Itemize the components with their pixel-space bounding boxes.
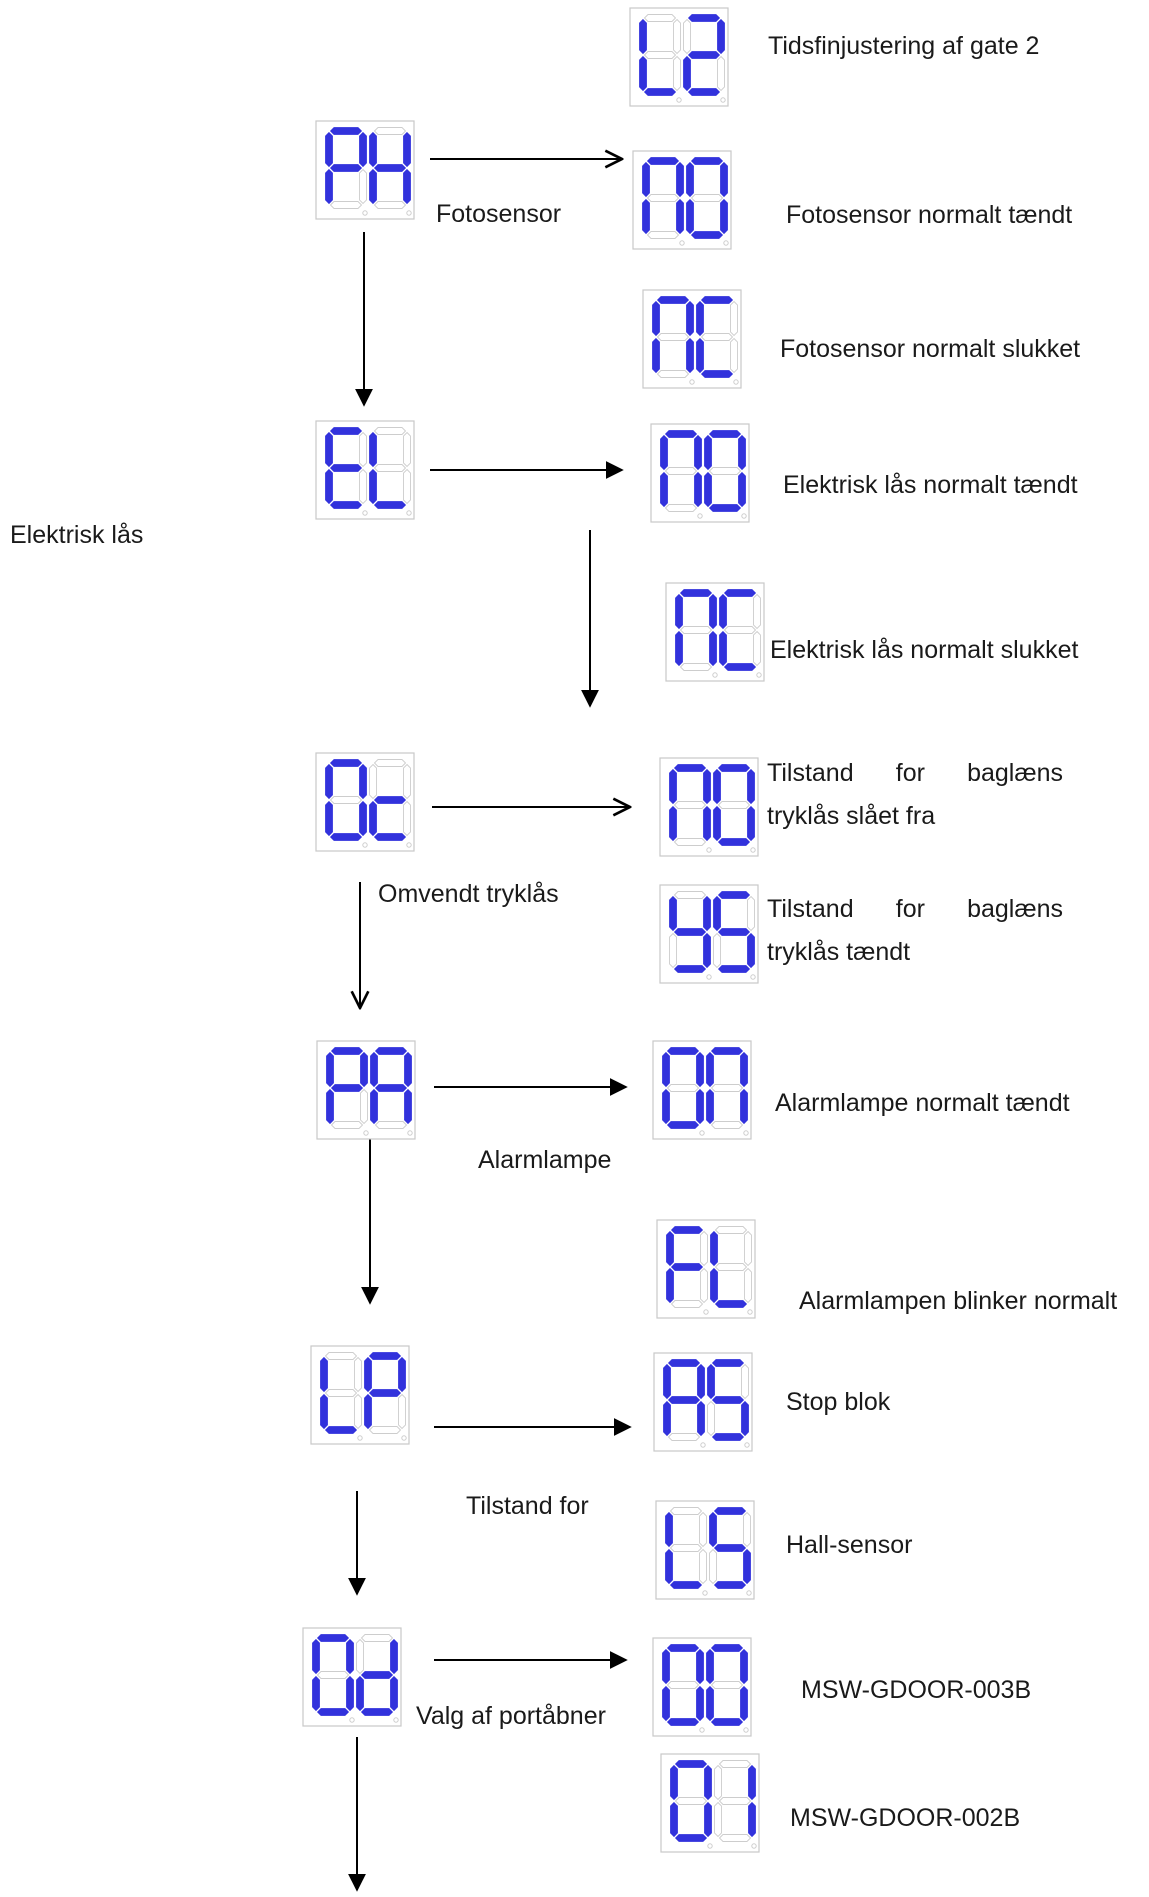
display-lp <box>310 1345 410 1445</box>
display-pa <box>316 1040 416 1140</box>
display-oc-ys <box>659 884 759 984</box>
label-gate2-fine-tune: Tidsfinjustering af gate 2 <box>768 32 1040 60</box>
display-as <box>653 1352 753 1452</box>
display-lock-nc <box>665 582 765 682</box>
display-oc <box>315 752 415 852</box>
display-model-00 <box>652 1637 752 1737</box>
display-ph <box>315 120 415 220</box>
display-l2 <box>629 7 729 107</box>
display-el <box>315 420 415 520</box>
display-photo-nc <box>642 289 742 389</box>
label-photo-nc: Fotosensor normalt slukket <box>780 335 1081 363</box>
label-hall-sensor: Hall-sensor <box>786 1531 913 1559</box>
display-alarm-fl <box>656 1219 756 1319</box>
label-model-003b: MSW-GDOOR-003B <box>801 1676 1032 1704</box>
display-photo-no <box>632 150 732 250</box>
label-photo-no: Fotosensor normalt tændt <box>786 201 1073 229</box>
display-alarm-on <box>652 1040 752 1140</box>
label-model-002b: MSW-GDOOR-002B <box>790 1804 1021 1832</box>
label-alarm-lamp: Alarmlampe <box>478 1146 612 1174</box>
display-ls <box>655 1500 755 1600</box>
label-stop-block: Stop blok <box>786 1388 891 1416</box>
label-lock-nc: Elektrisk lås normalt slukket <box>770 636 1079 664</box>
label-alarm-on: Alarmlampe normalt tændt <box>775 1089 1070 1117</box>
label-state-for: Tilstand for <box>466 1492 589 1520</box>
label-opener-select: Valg af portåbner <box>416 1702 606 1730</box>
display-lock-no <box>650 423 750 523</box>
label-electric-lock: Elektrisk lås <box>10 521 144 549</box>
display-oc-no <box>659 757 759 857</box>
label-reverse-lock: Omvendt tryklås <box>378 880 559 908</box>
label-photo-sensor: Fotosensor <box>436 200 562 228</box>
display-model-01 <box>660 1753 760 1853</box>
label-lock-no: Elektrisk lås normalt tændt <box>783 471 1078 499</box>
display-od <box>302 1627 402 1727</box>
label-alarm-flash: Alarmlampen blinker normalt <box>799 1287 1118 1315</box>
